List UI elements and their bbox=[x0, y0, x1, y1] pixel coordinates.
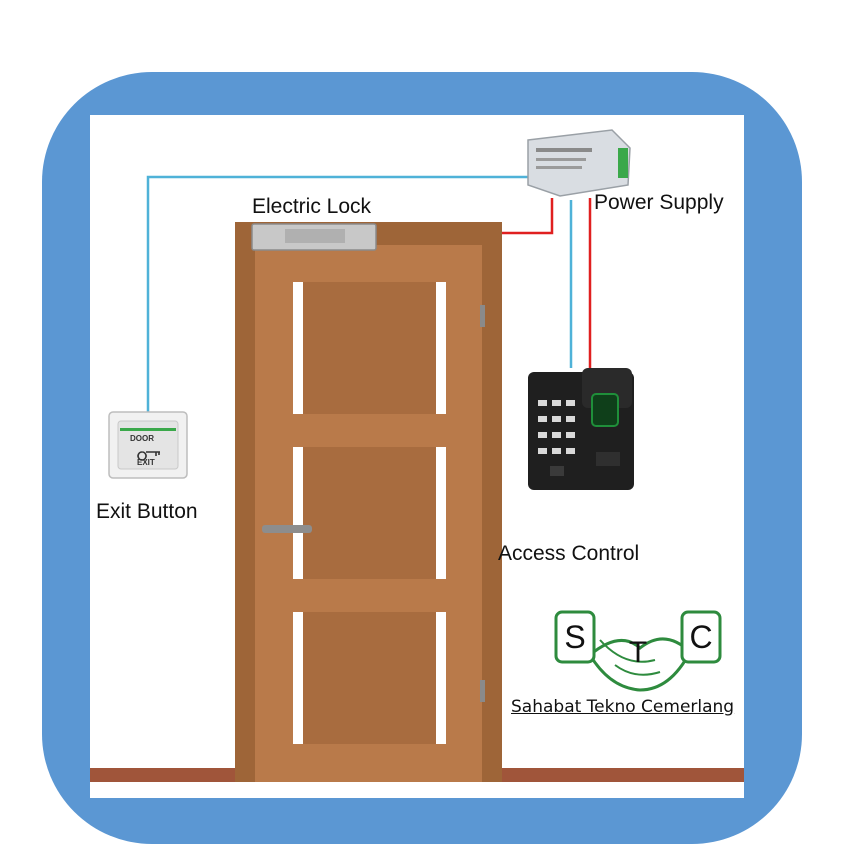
label-electric-lock: Electric Lock bbox=[252, 195, 372, 218]
door-panel-top bbox=[303, 282, 436, 414]
label-power-supply: Power Supply bbox=[594, 191, 724, 214]
key-icon bbox=[137, 451, 160, 461]
exit-face-bottom-text: EXIT bbox=[137, 458, 155, 467]
logo-letter-s: S bbox=[564, 619, 585, 655]
door-hinge-1 bbox=[480, 305, 485, 327]
fingerprint-sensor bbox=[591, 393, 619, 427]
door bbox=[235, 222, 502, 782]
door-panel-bottom bbox=[303, 612, 436, 744]
stc-logo: S T C bbox=[554, 610, 722, 692]
door-glass-5 bbox=[293, 612, 303, 744]
logo-box-c bbox=[680, 610, 722, 664]
door-glass-2 bbox=[436, 282, 446, 414]
keypad-keys bbox=[538, 400, 575, 454]
door-hinge-2 bbox=[480, 680, 485, 702]
blue-wire-exit bbox=[146, 175, 528, 420]
logo-box-s bbox=[554, 610, 596, 664]
door-glass-1 bbox=[293, 282, 303, 414]
electric-lock-plate bbox=[285, 229, 345, 243]
label-access-control: Access Control bbox=[498, 542, 640, 565]
door-glass-4 bbox=[436, 447, 446, 579]
logo-letter-c: C bbox=[689, 619, 712, 655]
access-control-device bbox=[528, 368, 634, 490]
door-glass-3 bbox=[293, 447, 303, 579]
exit-face-top-text: DOOR bbox=[130, 434, 154, 443]
logo-letter-t: T bbox=[629, 636, 647, 669]
logo-tagline: Sahabat Tekno Cemerlang bbox=[511, 697, 735, 717]
label-exit-button: Exit Button bbox=[96, 500, 198, 523]
door-handle bbox=[262, 525, 312, 533]
door-glass-6 bbox=[436, 612, 446, 744]
power-supply-device bbox=[527, 129, 631, 197]
door-panel-middle bbox=[303, 447, 436, 579]
exit-button-device bbox=[108, 411, 188, 479]
